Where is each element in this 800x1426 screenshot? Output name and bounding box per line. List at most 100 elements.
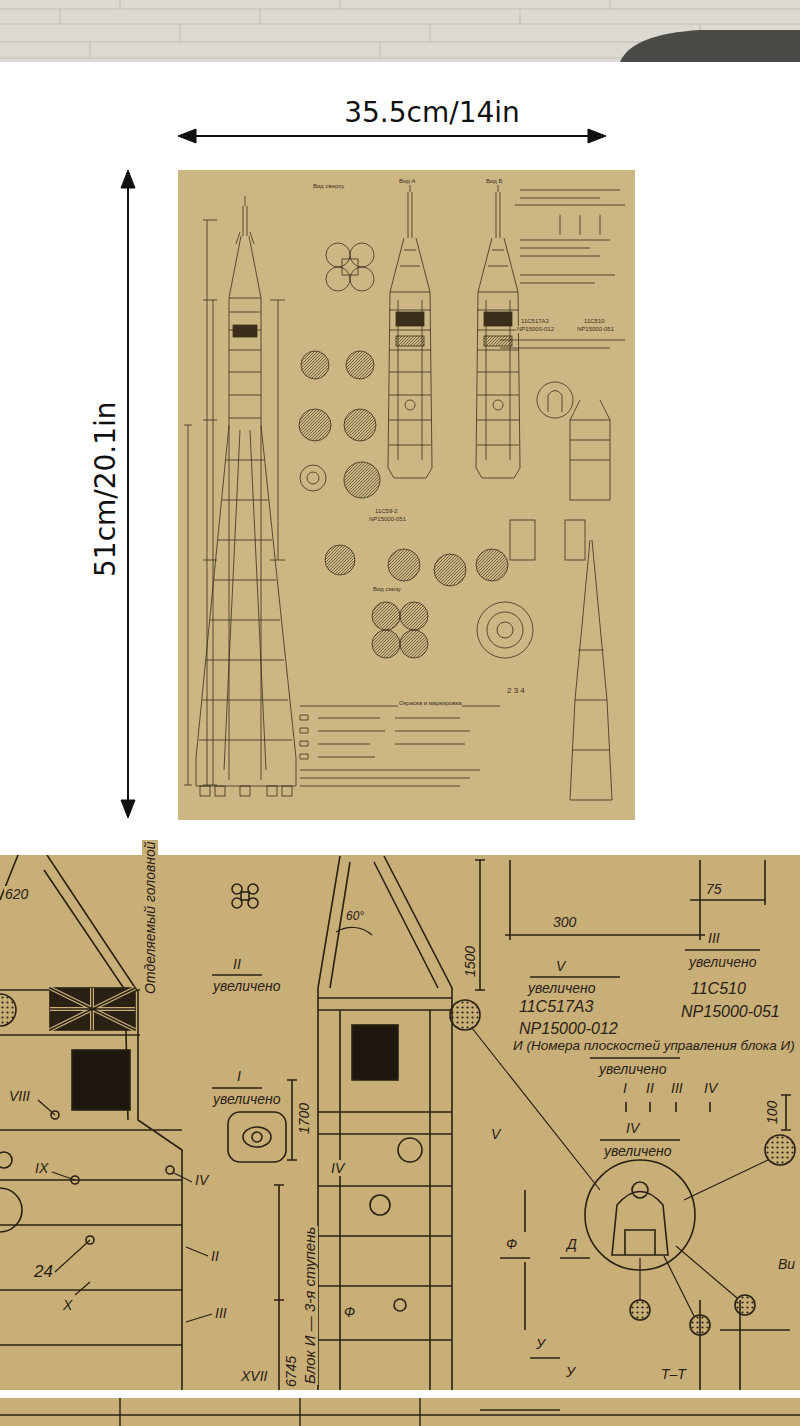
drawing-stroke	[166, 1166, 174, 1174]
blueprint-callout: Ф	[505, 1236, 518, 1252]
blueprint-callout: У	[535, 1336, 546, 1352]
blueprint-callout: VIII	[8, 1088, 31, 1104]
drawing-stroke	[233, 325, 257, 337]
drawing-stroke	[282, 786, 292, 796]
drawing-stroke	[352, 1025, 398, 1080]
drawing-stroke	[228, 1112, 286, 1162]
blueprint-callout: III	[707, 930, 721, 946]
drawing-stroke	[344, 409, 376, 441]
drawing-stroke	[301, 351, 329, 379]
blueprint-callout: увеличено	[688, 954, 758, 970]
blueprint-callout: II	[210, 1248, 220, 1264]
blueprint-callout: II	[232, 956, 242, 972]
drawing-stroke	[344, 462, 380, 498]
drawing-stroke	[472, 1028, 768, 1316]
drawing-stroke	[388, 549, 420, 581]
blueprint-callout: 75	[705, 881, 723, 897]
drawing-stroke	[0, 0, 800, 62]
drawing-stroke	[537, 382, 573, 418]
drawing-stroke	[325, 545, 355, 575]
drawing-stroke	[72, 1050, 130, 1110]
drawing-stroke	[121, 800, 135, 818]
blueprint-note: Вид сверху	[312, 183, 345, 190]
drawing-stroke	[510, 520, 535, 560]
drawing-stroke	[215, 786, 225, 796]
drawing-stroke	[51, 1111, 59, 1119]
blueprint-callout: V	[490, 1126, 501, 1142]
blueprint-note: NP15000-051	[576, 326, 615, 333]
drawing-stroke	[570, 400, 610, 460]
blueprint-callout: NP15000-051	[680, 1003, 781, 1021]
blueprint-callout: III	[670, 1080, 684, 1096]
drawing-stroke	[0, 855, 795, 1390]
drawing-stroke	[370, 1195, 390, 1215]
drawing-stroke	[121, 170, 135, 188]
blueprint-callout: 24	[33, 1262, 54, 1282]
blueprint-callout: NP15000-012	[518, 1020, 619, 1038]
drawing-stroke	[178, 129, 196, 143]
drawing-stroke	[620, 30, 800, 62]
drawing-stroke	[184, 190, 625, 800]
blueprint-callout: Bu	[777, 1256, 796, 1272]
dimension-label: 35.5cm/14in	[343, 97, 521, 129]
drawing-stroke	[350, 243, 374, 267]
drawing-stroke	[326, 243, 350, 267]
drawing-stroke	[300, 465, 326, 491]
drawing-stroke	[585, 1160, 695, 1270]
drawing-stroke	[188, 135, 596, 137]
blueprint-note: 2 3 4	[506, 686, 526, 695]
blueprint-callout: увеличено	[527, 980, 597, 996]
blueprint-callout: X	[62, 1297, 73, 1313]
drawing-stroke	[434, 554, 466, 586]
drawing-stroke	[476, 549, 508, 581]
blueprint-callout: IV	[330, 1160, 345, 1176]
blueprint-note: Вид снизу	[372, 586, 402, 593]
drawing-stroke	[243, 1127, 271, 1147]
blueprint-callout: IX	[34, 1160, 49, 1176]
blueprint-callout: 620	[4, 886, 29, 902]
blueprint-callout: 11С517А3	[518, 998, 594, 1016]
drawing-stroke	[350, 267, 374, 291]
drawing-stroke	[346, 351, 374, 379]
drawing-stroke	[505, 860, 791, 1140]
drawing-stroke	[500, 1190, 790, 1390]
drawing-stroke	[476, 184, 520, 478]
drawing-stroke	[342, 259, 358, 275]
drawing-stroke	[50, 988, 135, 1030]
blueprint-callout: увеличено	[598, 1061, 668, 1077]
drawing-stroke	[398, 1138, 422, 1162]
drawing-stroke	[0, 1152, 12, 1168]
poster-thumbnail	[178, 170, 635, 820]
blueprint-callout: Отделяемый головной	[142, 840, 158, 995]
drawing-stroke	[735, 1295, 755, 1315]
drawing-stroke	[565, 520, 585, 560]
drawing-stroke	[252, 1132, 262, 1142]
blueprint-callout: Т–Т	[660, 1366, 687, 1382]
drawing-stroke	[267, 786, 277, 796]
drawing-stroke	[274, 1080, 297, 1390]
poster-bottom-strip	[0, 1398, 800, 1426]
drawing-stroke	[127, 182, 129, 806]
blueprint-callout: увеличено	[603, 1143, 673, 1159]
blueprint-callout: 11С510	[690, 980, 747, 998]
drawing-stroke	[388, 184, 432, 478]
drawing-stroke	[372, 630, 400, 658]
drawing-stroke	[570, 540, 612, 800]
drawing-stroke	[548, 391, 562, 413]
drawing-stroke	[765, 1135, 795, 1165]
drawing-stroke	[184, 220, 285, 785]
blueprint-callout: И (Номера плоскостей управления блока И)	[512, 1038, 796, 1054]
blueprint-callout: увеличено	[212, 978, 282, 994]
drawing-stroke	[326, 267, 350, 291]
blueprint-callout: увеличено	[212, 1091, 282, 1107]
poster-detail	[0, 855, 800, 1390]
blueprint-callout: IV	[194, 1172, 209, 1188]
drawing-stroke	[588, 129, 606, 143]
blueprint-callout: 300	[552, 914, 577, 930]
blueprint-callout: Ф	[343, 1304, 356, 1320]
drawing-stroke	[400, 602, 428, 630]
blueprint-callout: Блок И — 3-я ступень	[301, 1226, 318, 1385]
drawing-stroke	[487, 612, 523, 648]
drawing-stroke	[0, 1398, 800, 1426]
